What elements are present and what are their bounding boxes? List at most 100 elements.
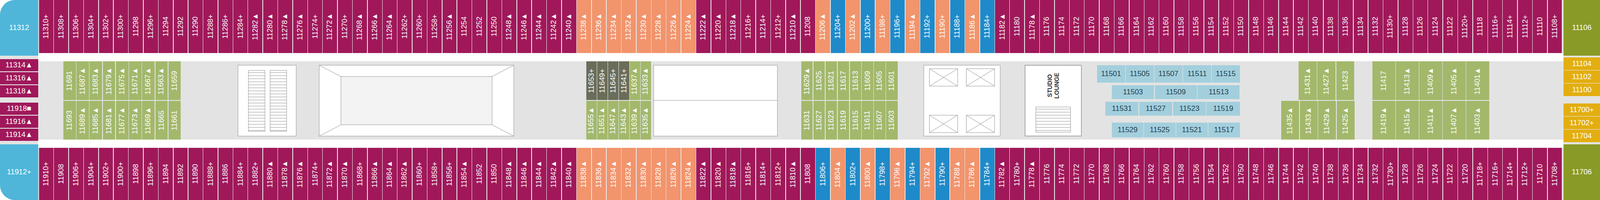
cabin-number: 11846▲ [519, 160, 529, 188]
cabin-box: 11106 [1563, 0, 1600, 56]
cabin-box: 11782▲ [995, 147, 1010, 200]
cabin-box: 11806+ [815, 147, 830, 200]
cabin-box: 11102 [1563, 70, 1600, 83]
cabin-box: 11284+ [233, 0, 248, 53]
cabin-number: 11132 [1371, 16, 1380, 37]
cabin-number: 11254 [459, 16, 469, 37]
cabin-box: 11762 [1144, 147, 1159, 200]
cabin-box: 11894 [158, 147, 173, 200]
cabin-number: 11100 [1572, 85, 1592, 95]
cabin-number: 11184+ [982, 14, 992, 39]
cabin-number: 11164 [1132, 16, 1141, 37]
cabin-number: 11278▲ [280, 13, 290, 41]
cabin-box: 11772 [1069, 147, 1085, 200]
cabin-box: 11429▲ [1318, 100, 1336, 140]
cabin-number: 11868+ [355, 161, 365, 186]
cabin-number: 11752 [1221, 163, 1231, 184]
cabin-number: 11910+ [41, 161, 51, 186]
cabin-box: 11503 [1111, 85, 1154, 100]
cabin-number: 11130+ [1386, 14, 1396, 39]
cabin-number: 11784+ [982, 161, 992, 186]
cabin-box: 11800▲ [860, 147, 876, 200]
cabin-box: 11204+ [830, 0, 846, 53]
cabin-box: 11405▲ [1442, 61, 1466, 100]
cabin-number: 11525 [1149, 125, 1170, 135]
cabin-box: 11527 [1139, 101, 1173, 116]
cabin-number: 11748 [1251, 163, 1261, 184]
cabin-box: 11114+ [1502, 0, 1518, 53]
cabin-box: 11619 [837, 100, 850, 140]
cabin-box: 11180 [1009, 0, 1025, 53]
cabin-number: 11296+ [146, 14, 156, 39]
cabin-number: 11505 [1129, 69, 1150, 79]
cabin-number: 11818▲ [728, 160, 738, 188]
cabin-box: 11838▲ [576, 147, 592, 200]
lounge-stairs [1024, 65, 1082, 136]
cabin-number: 11886 [221, 163, 230, 184]
cabin-box: 11876▲ [293, 147, 308, 200]
cabin-box: 11264▲ [382, 0, 397, 53]
cabin-box: 11740 [1308, 147, 1323, 200]
cabin-box: 11824▲ [681, 147, 696, 200]
cabin-number: 11200+ [863, 14, 873, 39]
cabin-box: 11659 [168, 61, 182, 100]
cabin-number: 11427▲ [1322, 66, 1331, 95]
cabin-number: 11116+ [1490, 14, 1500, 38]
cabin-number: 11854▲ [459, 160, 469, 188]
cabin-number: 11700+ [1569, 105, 1594, 115]
cabin-number: 11645+ [608, 68, 618, 93]
cabin-box: 11268▲ [352, 0, 367, 53]
cabin-box: 11906+ [69, 147, 84, 200]
cabin-number: 11180 [1012, 16, 1022, 37]
cabin-number: 11431▲ [1303, 66, 1313, 95]
cabin-number: 11435▲ [1285, 106, 1295, 134]
cabin-number: 11641+ [619, 68, 629, 93]
cabin-box: 11900+ [113, 147, 129, 200]
cabin-number: 11234▲ [609, 13, 619, 41]
cabin-box: 11778▲ [1024, 147, 1040, 200]
cabin-number: 11882+ [251, 161, 260, 186]
cabin-box: 11174 [1054, 0, 1070, 53]
cabin-number: 11852 [475, 163, 484, 184]
cabin-number: 11409▲ [1426, 66, 1435, 95]
cabin-number: 11764 [1132, 163, 1141, 184]
cabin-number: 11298 [131, 16, 141, 37]
cabin-box: 11511 [1183, 65, 1212, 83]
cabin-box: 11918■ [0, 102, 39, 115]
cabin-box: 11724 [1428, 147, 1443, 200]
cabin-box: 11651▲ [597, 100, 608, 140]
cabin-box: 11308+ [53, 0, 69, 53]
cabin-number: 11780+ [1012, 161, 1022, 186]
cabin-box: 11643▲ [618, 100, 630, 140]
cabin-box: 11655▲ [586, 100, 597, 140]
cabin-box: 11716+ [1487, 147, 1503, 200]
cabin-box: 11860+ [412, 147, 427, 200]
cabin-number: 11732 [1371, 163, 1380, 184]
cabin-box: 11826▲ [666, 147, 681, 200]
cabin-box: 11196+ [890, 0, 905, 53]
cabin-number: 11174 [1057, 16, 1067, 37]
cabin-box: 11280▲ [263, 0, 278, 53]
cabin-box: 11882+ [247, 147, 263, 200]
cabin-box: 11669▲ [142, 100, 155, 140]
cabin-box: 11212+ [770, 0, 786, 53]
cabin-box: 11302+ [99, 0, 114, 53]
cabin-box: 11122 [1443, 0, 1458, 53]
cabin-number: 11862▲ [400, 160, 410, 188]
cabin-number: 11918■ [6, 104, 32, 113]
cabin-box: 11513 [1197, 85, 1240, 100]
cabin-number: 11896+ [146, 161, 156, 186]
cabin-number: 11834▲ [609, 160, 619, 188]
cabin-number: 11808 [803, 163, 813, 184]
cabin-box: 11804▲ [830, 147, 846, 200]
cabin-number: 11122 [1445, 16, 1455, 37]
cabin-box: 11288+ [203, 0, 218, 53]
area-name: STUDIO LOUNGE [1046, 69, 1061, 102]
cabin-box: 11178▲ [1024, 0, 1040, 53]
cabin-box: 11842▲ [546, 147, 562, 200]
cabin-box: 11240▲ [561, 0, 577, 53]
cabin-box: 11774 [1054, 147, 1070, 200]
cabin-box: 11312 [0, 0, 39, 56]
cabin-number: 11655▲ [587, 106, 596, 134]
cabin-box: 11768 [1099, 147, 1115, 200]
